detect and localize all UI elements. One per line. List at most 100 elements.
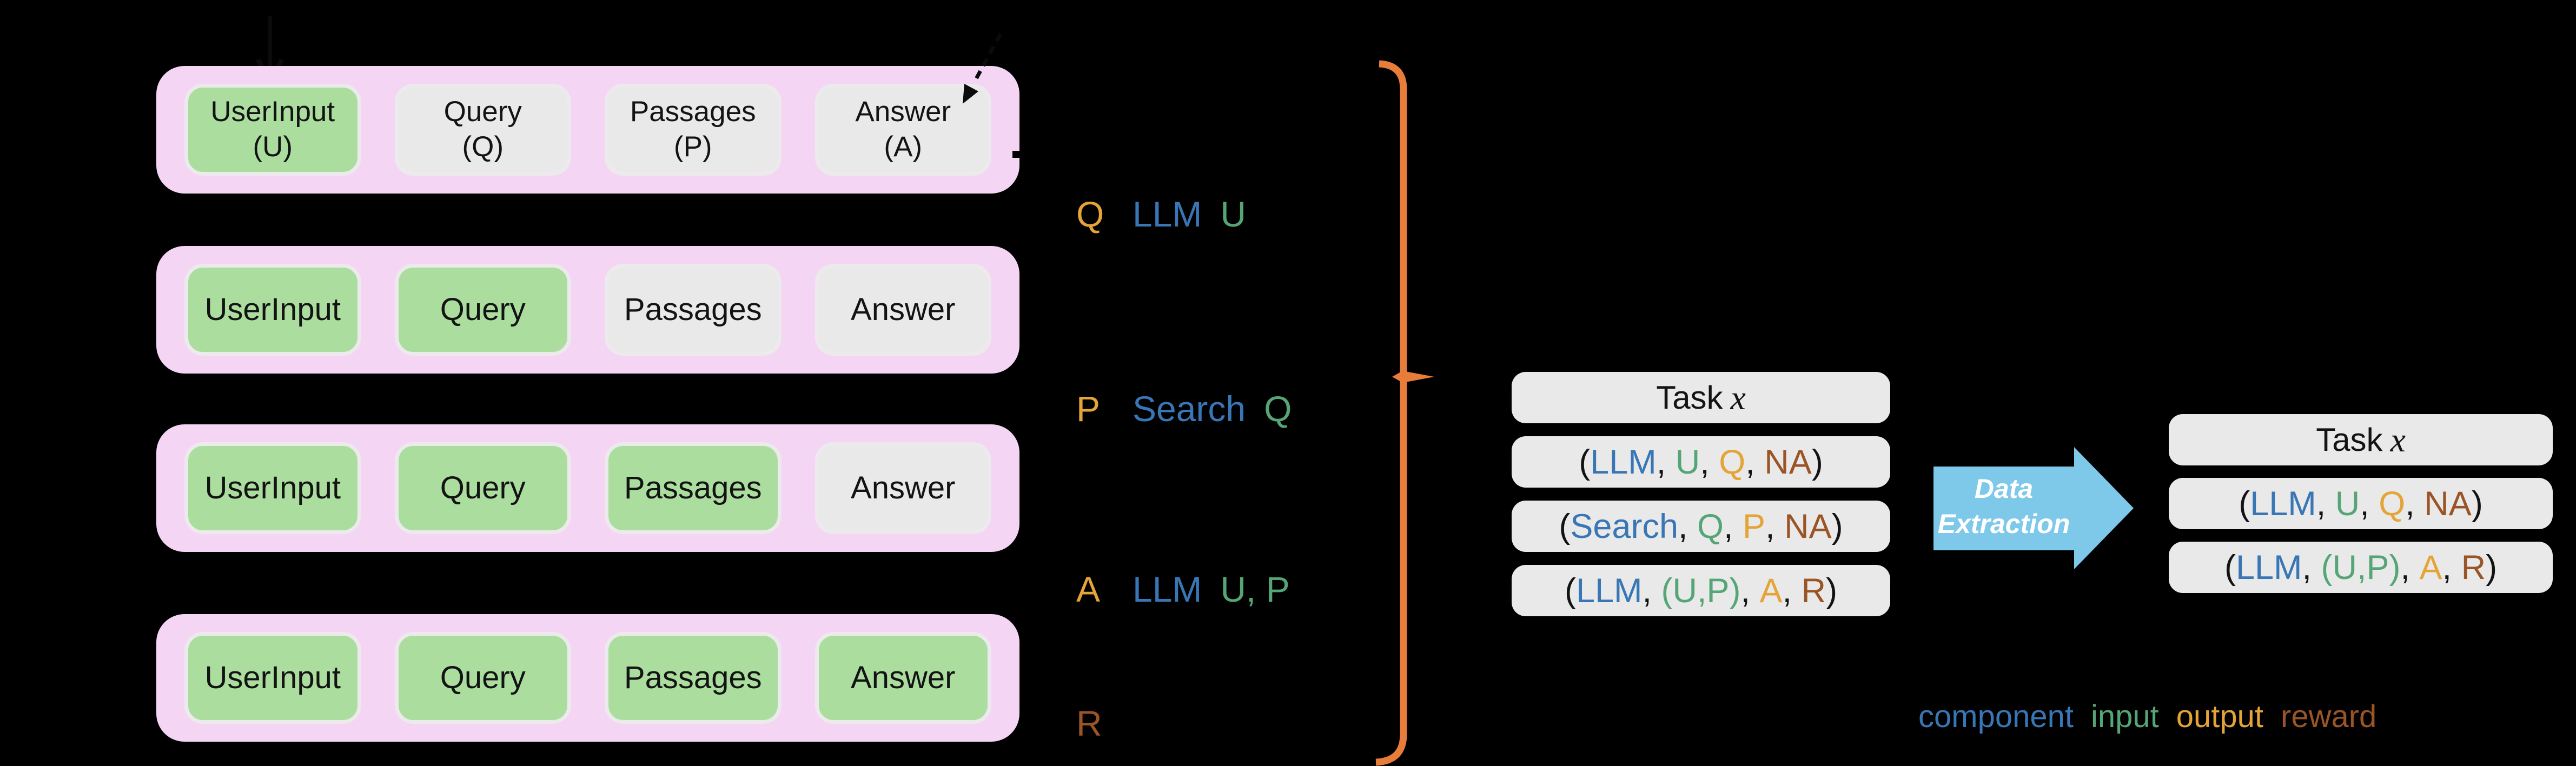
structure-box-answer: Answer [814, 632, 991, 724]
brace-icon [1375, 60, 1434, 766]
data-extraction-label-line2: Extraction [1937, 509, 2070, 539]
structure-box-userinput: UserInput [184, 442, 361, 534]
task-title-text: Task [1656, 379, 1723, 416]
structure-row-2: UserInput Query Passages Answer [156, 246, 1019, 374]
structure-box-label: Passages [630, 96, 756, 128]
tuple-token: U [1675, 443, 1700, 481]
tuple-token: ( [2239, 484, 2250, 523]
tuple-token: Q [1697, 507, 1724, 545]
tuple-token: ) [1831, 507, 1843, 545]
data-extraction-arrow-icon [1933, 447, 2134, 569]
structure-box-answer: Answer [814, 264, 991, 356]
tuple-token: Search [1570, 507, 1678, 545]
tuple-token: , [2400, 548, 2420, 587]
tuple-token: NA [1764, 443, 1812, 481]
tuple-token: ) [2486, 548, 2498, 587]
tuple-token: , [1765, 507, 1785, 545]
tuple-token: ( [2224, 548, 2236, 587]
tuple-token: ) [1811, 443, 1823, 481]
equation-output-token: P [1076, 389, 1101, 429]
structure-box-label: UserInput [204, 660, 341, 696]
tuple-token: Q [1719, 443, 1746, 481]
dashed-arrow-icon [963, 33, 1003, 104]
structure-box-passages: Passages [605, 442, 782, 534]
tuple-token: P [1743, 507, 1766, 545]
tuple-token: LLM [1575, 571, 1643, 610]
structure-box-label: UserInput [204, 292, 341, 328]
structure-box-query: Query(Q) [394, 84, 571, 176]
tuple-token: ) [1826, 571, 1838, 610]
structure-box-label: Answer [851, 292, 956, 328]
structure-box-userinput: UserInput(U) [184, 84, 361, 176]
tuple-token: R [2461, 548, 2486, 587]
tuple-token: , [2442, 548, 2461, 587]
structure-box-passages: Passages [605, 632, 782, 724]
tuple-token: NA [2424, 484, 2472, 523]
equation-component-token: Search [1133, 389, 1246, 429]
structure-box-symbol: (Q) [462, 131, 504, 163]
task-tuple-row: (LLM, U, Q, NA) [2169, 478, 2553, 529]
legend-item-input: input [2090, 699, 2159, 734]
tuple-token: (U,P) [2321, 548, 2401, 587]
equation-component-token: LLM [1133, 569, 1202, 609]
tuple-token: U [2335, 484, 2360, 523]
structure-box-label: Passages [624, 470, 762, 506]
tuple-token: , [1642, 571, 1661, 610]
structure-box-label: Query [440, 660, 526, 696]
tuple-token: NA [1784, 507, 1832, 545]
legend-item-component: component [1918, 699, 2074, 734]
structure-row-3: UserInput Query Passages Answer [156, 424, 1019, 552]
legend-item-reward: reward [2281, 699, 2377, 734]
structure-box-query: Query [394, 632, 571, 724]
structure-box-label: UserInput [210, 96, 335, 128]
equation-input-token: U [1220, 194, 1247, 234]
equation-output-token: R [1076, 703, 1102, 743]
task-title-text: Task [2316, 422, 2383, 458]
tuple-token: ) [2471, 484, 2483, 523]
tuple-token: , [1656, 443, 1676, 481]
tuple-token: ( [1564, 571, 1576, 610]
structure-row-1: UserInput(U)Query(Q)Passages(P)Answer(A) [156, 66, 1019, 194]
structure-box-label: Passages [624, 292, 762, 328]
structure-box-label: Query [440, 470, 526, 506]
equation-reward: R [1076, 703, 1105, 744]
tuple-token: LLM [2235, 548, 2302, 587]
structure-box-query: Query [394, 442, 571, 534]
structure-box-answer: Answer(A) [814, 84, 991, 176]
structure-box-userinput: UserInput [184, 632, 361, 724]
equation-input-token: Q [1264, 389, 1292, 429]
tuple-token: LLM [1590, 443, 1657, 481]
task-title-variable: x [1730, 378, 1746, 417]
structure-box-label: Query [440, 292, 526, 328]
equation-output-token: Q [1076, 194, 1104, 234]
tuple-token: R [1801, 571, 1826, 610]
data-extraction-label: Data Extraction [1923, 471, 2085, 542]
artifact-dash [1012, 151, 1027, 158]
tuple-token: A [1759, 571, 1783, 610]
structure-box-passages: Passages [605, 264, 782, 356]
task-tuple-row: (Search, Q, P, NA) [1512, 501, 1890, 552]
structure-box-label: UserInput [204, 470, 341, 506]
structure-box-label: Passages [624, 660, 762, 696]
tuple-token: , [2302, 548, 2321, 587]
tuple-token: Q [2379, 484, 2406, 523]
tuple-token: , [2405, 484, 2425, 523]
structure-box-label: Answer [855, 96, 951, 128]
equation-passages: P Search Q [1076, 388, 1292, 429]
task-tuple-row: (LLM, (U,P), A, R) [1512, 565, 1890, 616]
structure-box-symbol: (U) [253, 131, 293, 163]
tuple-token: ( [1579, 443, 1591, 481]
tuple-token: , [1745, 443, 1765, 481]
structure-box-query: Query [394, 264, 571, 356]
data-extraction-label-line1: Data [1974, 474, 2034, 504]
structure-box-userinput: UserInput [184, 264, 361, 356]
tuple-token: LLM [2250, 484, 2316, 523]
structure-box-answer: Answer [814, 442, 991, 534]
